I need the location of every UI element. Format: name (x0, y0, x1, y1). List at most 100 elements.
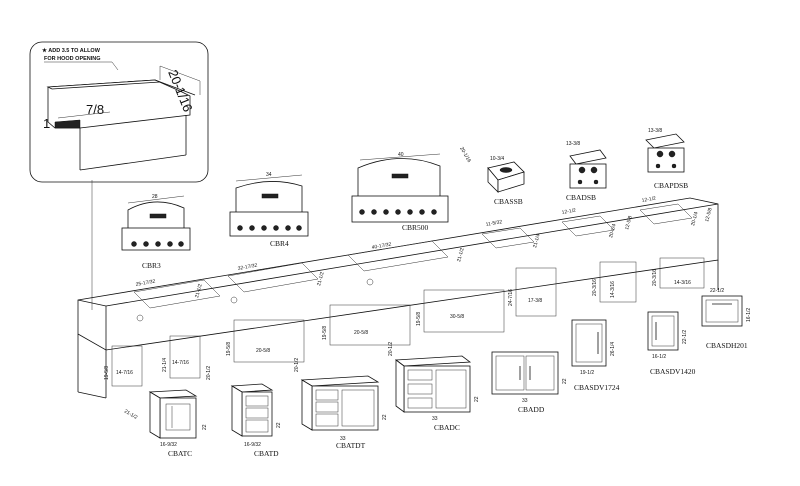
front-cutout-2-w: 14-7/16 (172, 360, 189, 366)
front-cutout-1 (111, 345, 143, 387)
cabinet-cbadc-h: 22 (474, 396, 480, 402)
front-cutout-6-w: 17-3/8 (528, 298, 542, 304)
cabinet-cbadd: 22 33 CBADD (491, 351, 568, 414)
cabinet-cbadc: 22 33 20-1/2 CBADC (388, 342, 480, 432)
burner-cbassb-width: 10-3/4 (490, 156, 504, 162)
cabinet-cbasdh201-h: 16-1/2 (746, 308, 752, 322)
burner-cbassb-label: CBASSB (494, 197, 523, 206)
front-cutout-7-h: 20-3/16 (592, 279, 598, 296)
cabinet-cbatdt-h: 22 (382, 414, 388, 420)
island: 25-17/32 21-1/2 32-17/32 21-1/2 40-17/32… (77, 196, 719, 399)
cutout-pdsb-d2: 12-5/8 (704, 207, 714, 222)
front-cutout-1-w: 14-7/16 (116, 370, 133, 376)
cabinet-cbatd-w: 16-9/32 (244, 442, 261, 448)
front-cutout-6 (515, 267, 557, 317)
cabinet-cbasdv1420-w: 16-1/2 (652, 354, 666, 360)
grill-cbr3-label: CBR3 (142, 261, 161, 270)
cabinet-cbasdv1724: 26-1/4 19-1/2 CBASDV1724 (571, 319, 620, 392)
cutout-pdsb (639, 203, 693, 225)
front-cutout-5-h: 19-5/8 (416, 312, 422, 326)
detail-callout: ★ ADD 3.5 TO ALLOW FOR HOOD OPENING 20-1… (29, 41, 209, 310)
cabinet-cbatd-d: 20-1/2 (206, 366, 212, 380)
front-cutout-4-w: 20-5/8 (354, 330, 368, 336)
cabinet-cbatd: 22 16-9/32 20-1/2 CBATD (206, 366, 282, 458)
front-cutout-2-h: 21-1/4 (162, 358, 168, 372)
front-cutout-1-h: 19-5/8 (104, 366, 110, 380)
front-cutout-7 (599, 261, 637, 303)
cutout-grill4-w: 32-17/32 (237, 263, 258, 272)
cutout-pdsb-w: 12-1/2 (641, 196, 656, 204)
counter-top (47, 79, 191, 129)
cabinet-cbasdh201-label: CBASDH201 (706, 341, 748, 350)
grill-cbr4-label: CBR4 (270, 239, 289, 248)
callout-note-line1: ★ ADD 3.5 TO ALLOW (42, 47, 101, 54)
cutout-dsb-w: 12-1/2 (561, 208, 576, 216)
burner-cbassb: 10-3/4 20-1/16 CBASSB (458, 146, 525, 206)
front-cutout-8 (659, 257, 705, 289)
cutout-grill5 (347, 240, 449, 272)
cabinet-cbadc-label: CBADC (434, 423, 460, 432)
burner-cbapdsb-width: 13-3/8 (648, 128, 662, 134)
cabinet-cbatd-h: 22 (276, 422, 282, 428)
burner-cbassb-depth: 20-1/16 (458, 146, 472, 164)
cabinet-cbatdt-d: 20-1/2 (294, 358, 300, 372)
cutout-ssb (481, 227, 535, 249)
cabinet-cbatc-label: CBATC (168, 449, 192, 458)
cabinet-cbasdv1420-h: 22-1/2 (682, 330, 688, 344)
front-cutout-8-w: 14-3/16 (674, 280, 691, 286)
cabinet-cbasdv1724-h: 26-1/4 (610, 342, 616, 356)
burner-cbadsb-label: CBADSB (566, 193, 596, 202)
cabinet-cbatc-d: 21-1/2 (123, 409, 138, 421)
cutout-grill3 (133, 279, 221, 309)
cabinet-cbatdt-w: 33 (340, 436, 346, 442)
cabinet-cbasdh201: 22-1/2 16-1/2 CBASDH201 (701, 288, 752, 350)
cabinet-cbasdv1420-label: CBASDV1420 (650, 367, 696, 376)
front-cutout-5-w: 30-5/8 (450, 314, 464, 320)
cutout-pdsb-d: 20-1/4 (690, 211, 700, 226)
front-cutout-7-w: 14-3/16 (610, 281, 616, 298)
grill-cbr500-width: 40 (398, 152, 404, 158)
burner-cbadsb-width: 13-3/8 (566, 141, 580, 147)
front-cutout-4 (329, 304, 411, 346)
cabinet-cbatdt: 22 33 20-1/2 CBATDT (294, 358, 388, 450)
front-cutout-3-w: 20-5/8 (256, 348, 270, 354)
cutout-dsb-d2: 12-5/8 (624, 215, 634, 230)
front-cutout-4-h: 19-5/8 (322, 326, 328, 340)
front-cutout-3-h: 19-5/8 (226, 342, 232, 356)
cutout-grill5-w: 40-17/32 (371, 242, 392, 251)
cutout-ssb-w: 11-5/32 (485, 219, 503, 228)
grill-cbr3: 28 CBR3 (121, 194, 191, 270)
cutout-grill4 (227, 262, 319, 293)
cabinet-cbadd-label: CBADD (518, 405, 545, 414)
cabinet-cbatc-w: 16-9/32 (160, 442, 177, 448)
grill-cbr3-width: 28 (152, 194, 158, 200)
front-cutout-2 (169, 335, 201, 379)
front-cutout-3 (233, 319, 305, 363)
front-cutout-8-h: 20-3/16 (652, 269, 658, 286)
cabinet-cbasdv1724-w: 19-1/2 (580, 370, 594, 376)
cutout-grill3-w: 25-17/32 (135, 279, 156, 288)
cabinet-cbatdt-label: CBATDT (336, 441, 366, 450)
grill-cbr500-label: CBR500 (402, 223, 429, 232)
callout-dim-one: 1 (43, 116, 50, 131)
grill-cbr4: 34 CBR4 (229, 172, 309, 248)
burner-cbadsb: 13-3/8 CBADSB (566, 141, 607, 202)
cabinet-cbasdh201-w: 22-1/2 (710, 288, 724, 294)
callout-dim-lip: 7/8 (86, 102, 104, 117)
cabinet-cbatc-h: 22 (202, 424, 208, 430)
front-cutout-5 (423, 289, 505, 333)
cabinet-cbadd-h: 22 (562, 378, 568, 384)
burner-cbapdsb-label: CBAPDSB (654, 181, 688, 190)
cutout-grill4-d: 21-1/2 (316, 271, 326, 286)
cutout-grill5-d: 21-1/2 (456, 247, 466, 262)
cabinet-cbadd-w: 33 (522, 398, 528, 404)
cutout-dsb (561, 215, 615, 237)
cabinet-cbatc: 22 16-9/32 21-1/2 CBATC (123, 389, 208, 458)
cutout-dsb-d: 20-1/4 (608, 223, 618, 238)
cabinet-cbadc-w: 33 (432, 416, 438, 422)
callout-note-line2: FOR HOOD OPENING (44, 56, 101, 62)
cabinet-cbasdv1724-label: CBASDV1724 (574, 383, 620, 392)
cabinet-cbadc-d: 20-1/2 (388, 342, 394, 356)
